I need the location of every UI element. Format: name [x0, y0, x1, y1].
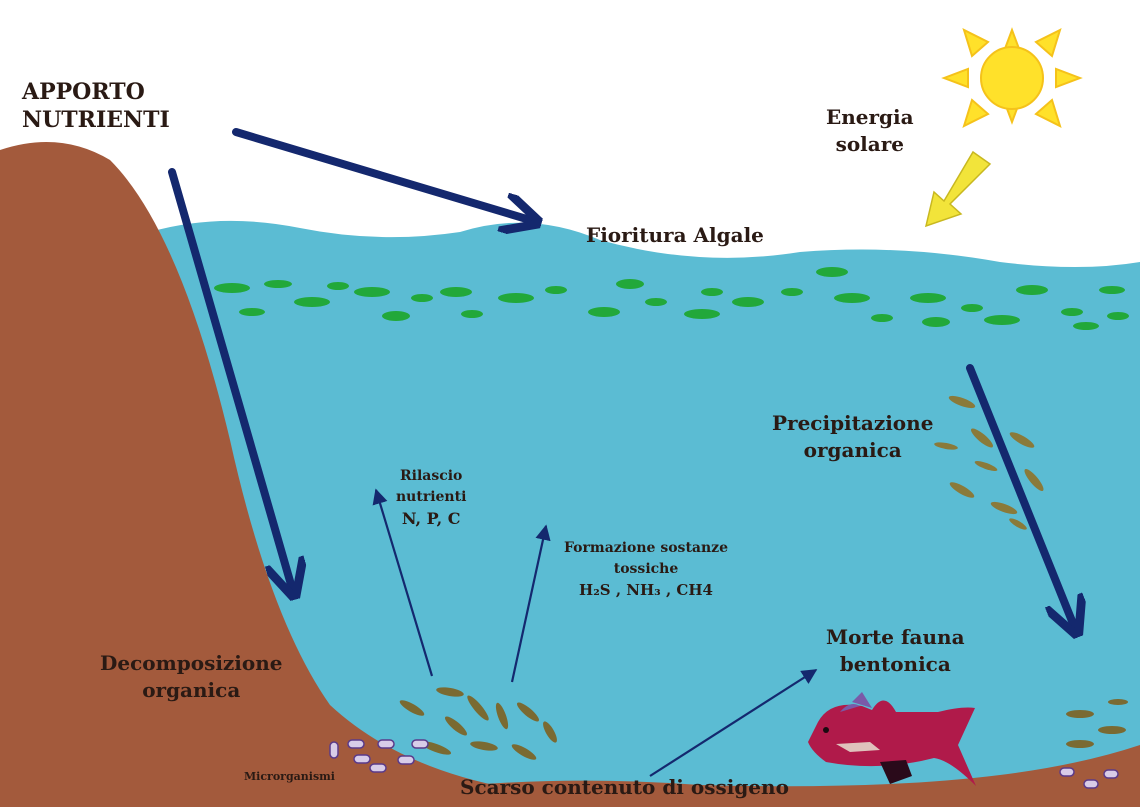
label-microrganismi: Microrganismi — [244, 770, 335, 783]
label-formazione-sostanze: Formazione sostanze tossiche H₂S , NH₃ ,… — [564, 538, 728, 601]
label-fioritura-algale: Fioritura Algale — [586, 222, 764, 249]
label-energia-solare: Energia solare — [826, 104, 914, 158]
label-decomposizione-organica: Decomposizione organica — [100, 650, 283, 704]
label-morte-fauna: Morte fauna bentonica — [826, 624, 965, 678]
label-precipitazione-organica: Precipitazione organica — [772, 410, 933, 464]
label-apporto-nutrienti: APPORTO NUTRIENTI — [22, 78, 170, 134]
label-scarso-ossigeno: Scarso contenuto di ossigeno — [460, 774, 789, 801]
sun-icon — [944, 30, 1080, 126]
solar-energy-arrow — [926, 152, 990, 226]
nutrient-arrow-horizontal — [236, 132, 530, 220]
label-rilascio-nutrienti: Rilascio nutrienti N, P, C — [396, 466, 466, 529]
